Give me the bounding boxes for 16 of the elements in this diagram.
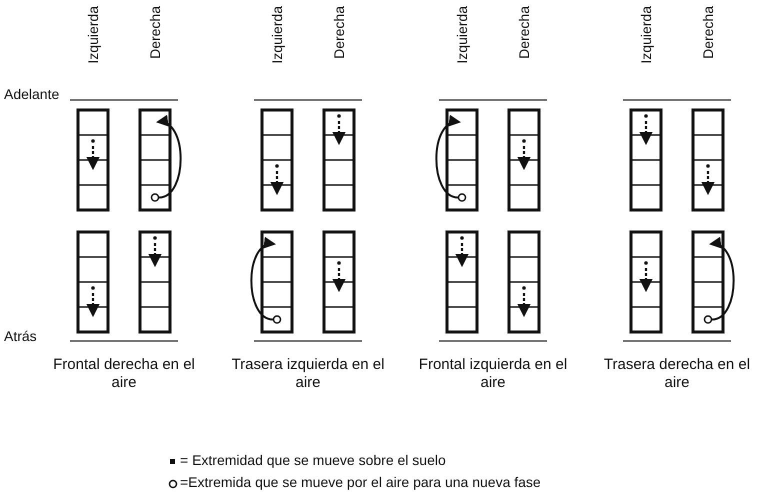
- legend-text: =Extremida que se mueve por el aire para una nueva fase: [180, 474, 541, 490]
- column-label: Izquierda: [85, 6, 101, 64]
- column-label: Izquierda: [638, 6, 654, 64]
- panel-caption: Frontal derecha en el aire: [52, 356, 196, 392]
- front-label: Adelante: [4, 86, 60, 102]
- column-label: Izquierda: [454, 6, 470, 64]
- panel-caption: Trasera izquierda en el aire: [230, 356, 386, 392]
- rear-label: Atrás: [4, 328, 37, 344]
- legend-text: = Extremidad que se mueve sobre el suelo: [180, 452, 446, 468]
- column-label: Derecha: [516, 6, 532, 59]
- panel-caption: Trasera derecha en el aire: [602, 356, 752, 392]
- column-label: Derecha: [700, 6, 716, 59]
- column-label: Izquierda: [269, 6, 285, 64]
- column-label: Derecha: [147, 6, 163, 59]
- column-label: Derecha: [331, 6, 347, 59]
- panel-caption: Frontal izquierda en el aire: [418, 356, 568, 392]
